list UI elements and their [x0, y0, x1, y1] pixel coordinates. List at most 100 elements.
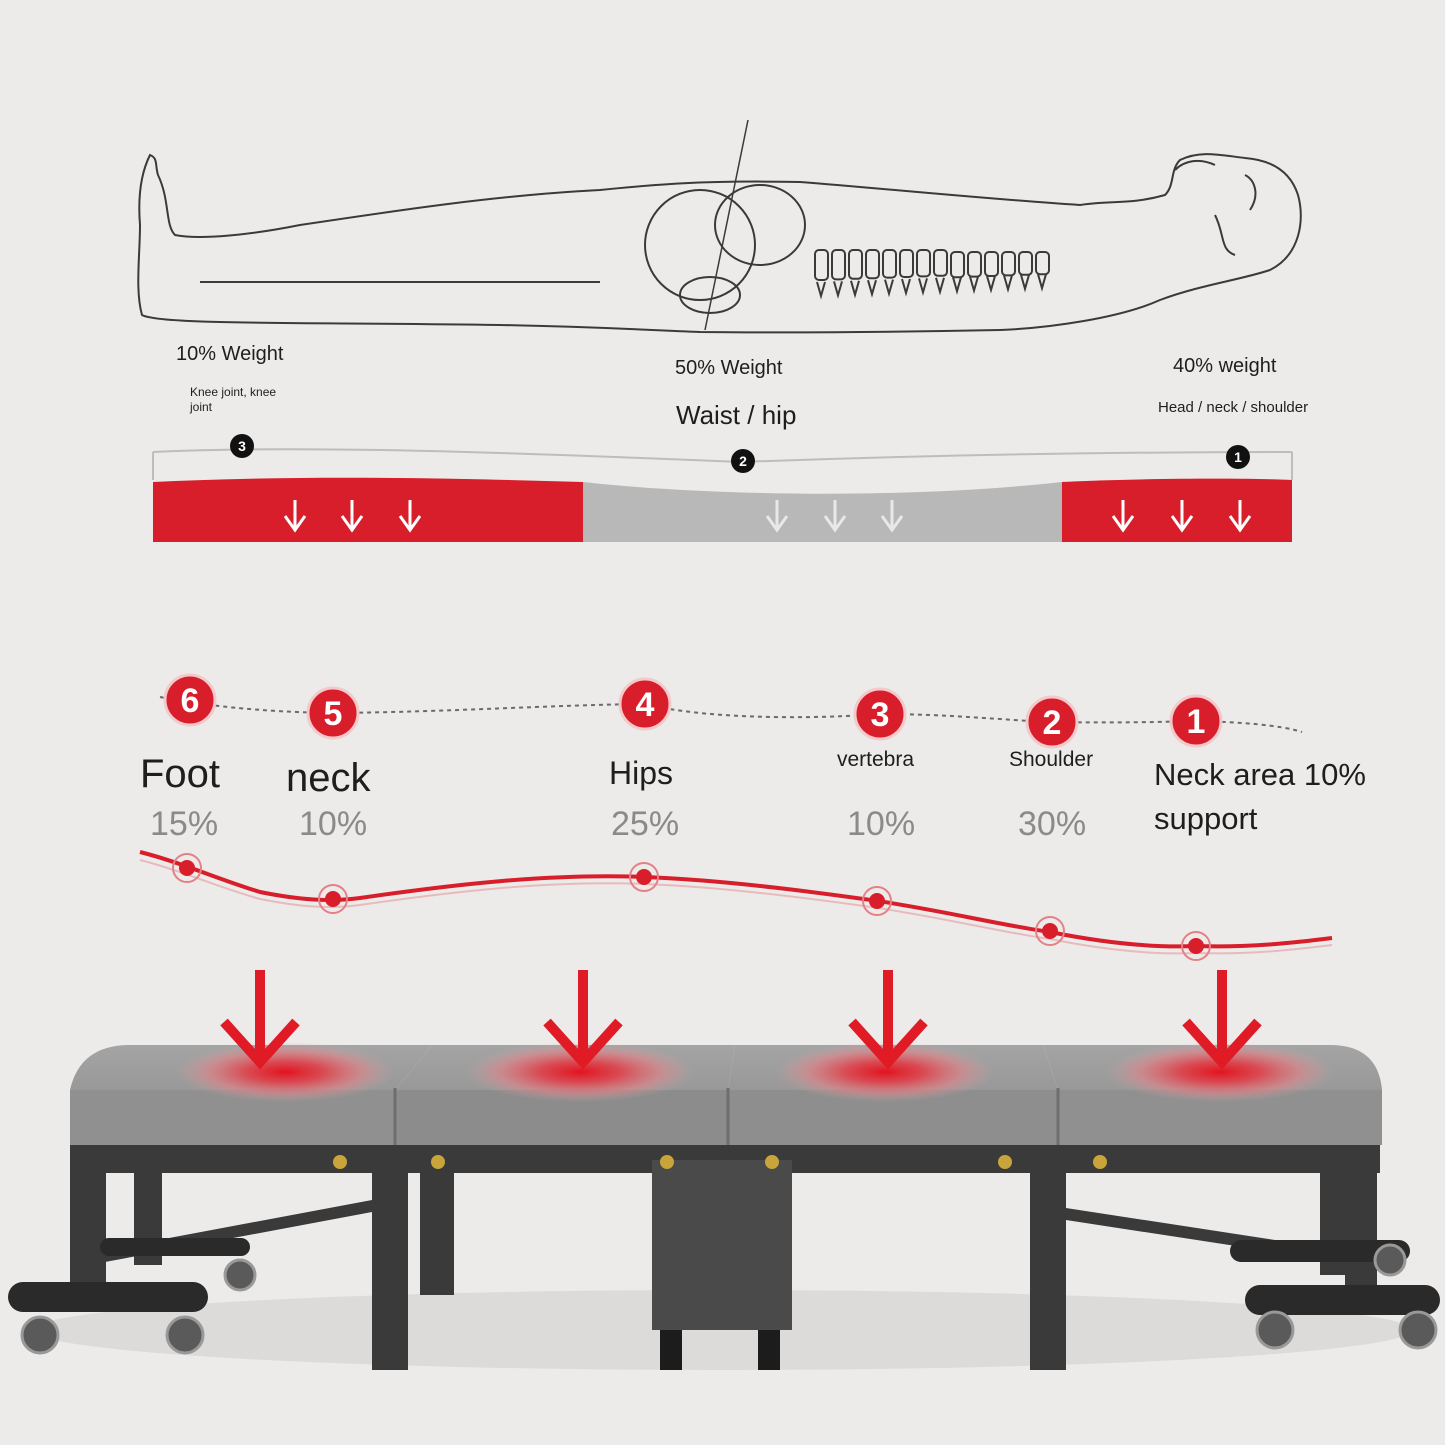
curve-dot — [636, 869, 652, 885]
curve-dot-ring — [1035, 916, 1065, 946]
label-support: support — [1154, 801, 1258, 836]
down-arrow-icon — [1170, 500, 1194, 533]
cushion-side-1 — [70, 1090, 395, 1145]
vertebra-sketch — [1035, 251, 1050, 276]
curve-dot-ring — [1181, 931, 1211, 961]
wheel-bases — [8, 1238, 1440, 1355]
wheel-bar-left — [8, 1282, 208, 1312]
vertebra-sketch — [831, 249, 846, 281]
zone-3-weight: 10% Weight — [176, 343, 284, 365]
zone-2-block — [583, 482, 1062, 542]
number-marker-label: 1 — [1187, 703, 1206, 741]
zone-marker-circle — [230, 434, 254, 458]
vertebra-process — [969, 276, 979, 295]
percent-neck: 10% — [299, 805, 368, 843]
zone-marker-number: 2 — [739, 453, 747, 469]
vertebra-process — [884, 279, 894, 298]
label-hips: Hips — [609, 755, 674, 791]
number-marker-label: 4 — [636, 686, 655, 724]
vertebra-process — [935, 277, 945, 296]
vertebra-sketch — [984, 251, 999, 277]
curve-dot — [1188, 938, 1204, 954]
curve-dot-ring — [318, 884, 348, 914]
bolt — [765, 1155, 779, 1169]
vertebra-sketch — [1001, 251, 1016, 277]
down-arrow-icon — [283, 500, 307, 533]
number-marker-label: 6 — [181, 682, 200, 720]
down-arrow-icon — [340, 500, 364, 533]
wheel-bar-right — [1245, 1285, 1440, 1315]
down-arrow-icon — [1228, 500, 1252, 533]
leg-right-front — [1345, 1165, 1377, 1285]
curve-dot — [325, 891, 341, 907]
vertebra-process — [986, 275, 996, 294]
vertebra-sketch — [1018, 251, 1033, 276]
heat-spot — [465, 1042, 695, 1102]
label-shoulder: Shoulder — [1009, 748, 1094, 771]
zone-3-block — [153, 477, 583, 542]
vertebra-process — [1003, 275, 1013, 294]
percent-vertebra: 10% — [847, 805, 916, 843]
vertebra-sketch — [899, 249, 914, 278]
leg-left-front — [70, 1165, 106, 1285]
down-arrow-icon — [398, 500, 422, 533]
bolt — [431, 1155, 445, 1169]
support-curve — [139, 850, 1333, 949]
down-arrow-icon — [823, 500, 847, 533]
down-arrow-icon — [765, 500, 789, 533]
head-profile — [1174, 159, 1257, 256]
pressure-arrows — [283, 500, 1252, 533]
label-foot: Foot — [140, 752, 221, 796]
big-down-arrow-icon — [848, 1018, 928, 1070]
wheel-bar-left-2 — [100, 1238, 250, 1256]
number-marker-circle — [306, 686, 360, 740]
vertebra-process — [918, 278, 928, 297]
curve-dot — [179, 860, 195, 876]
number-marker-circle — [853, 687, 907, 741]
number-marker-label: 3 — [871, 696, 890, 734]
zone-marker-number: 1 — [1234, 449, 1242, 465]
number-marker-circle — [1025, 695, 1079, 749]
curve-dot-ring — [172, 853, 202, 883]
curve-dot — [1042, 923, 1058, 939]
zone-1-weight: 40% weight — [1173, 355, 1277, 377]
zone-3-area: Knee joint, knee joint — [190, 385, 277, 414]
pressure-big-arrows — [220, 970, 1262, 1070]
leg-mid-2 — [420, 1165, 454, 1295]
zone-marker-circle — [1226, 445, 1250, 469]
caster — [1398, 1310, 1438, 1350]
leg-mid-1 — [372, 1165, 408, 1370]
pelvis-sketch — [644, 189, 756, 301]
caster — [223, 1258, 257, 1292]
vertebra-sketch — [865, 249, 880, 280]
vertebra-process — [850, 280, 860, 299]
vertebra-sketch — [933, 249, 948, 277]
down-arrow-icon — [880, 500, 904, 533]
curve-dots — [172, 853, 1211, 961]
center-foot-1 — [660, 1330, 682, 1370]
center-foot-2 — [758, 1330, 780, 1370]
vertebra-sketch — [967, 251, 982, 278]
label-neck: neck — [286, 756, 371, 800]
bolt — [660, 1155, 674, 1169]
caster — [20, 1315, 60, 1355]
zone-2-area: Waist / hip — [676, 400, 797, 430]
label-vertebra: vertebra — [837, 748, 915, 771]
bolt — [998, 1155, 1012, 1169]
number-marker-label: 5 — [324, 695, 343, 733]
spine-vertebrae — [814, 249, 1050, 300]
number-marker-circle — [618, 677, 672, 731]
heat-spot — [175, 1042, 395, 1102]
vertebra-sketch — [814, 249, 829, 281]
zone-1-area: Head / neck / shoulder — [1158, 399, 1309, 416]
caster — [1255, 1310, 1295, 1350]
label-neck-area: Neck area 10% — [1154, 757, 1366, 792]
axis-line — [704, 119, 749, 331]
vertebra-sketch — [848, 249, 863, 280]
sacrum-sketch — [679, 276, 741, 314]
number-marker-circle — [1169, 694, 1223, 748]
